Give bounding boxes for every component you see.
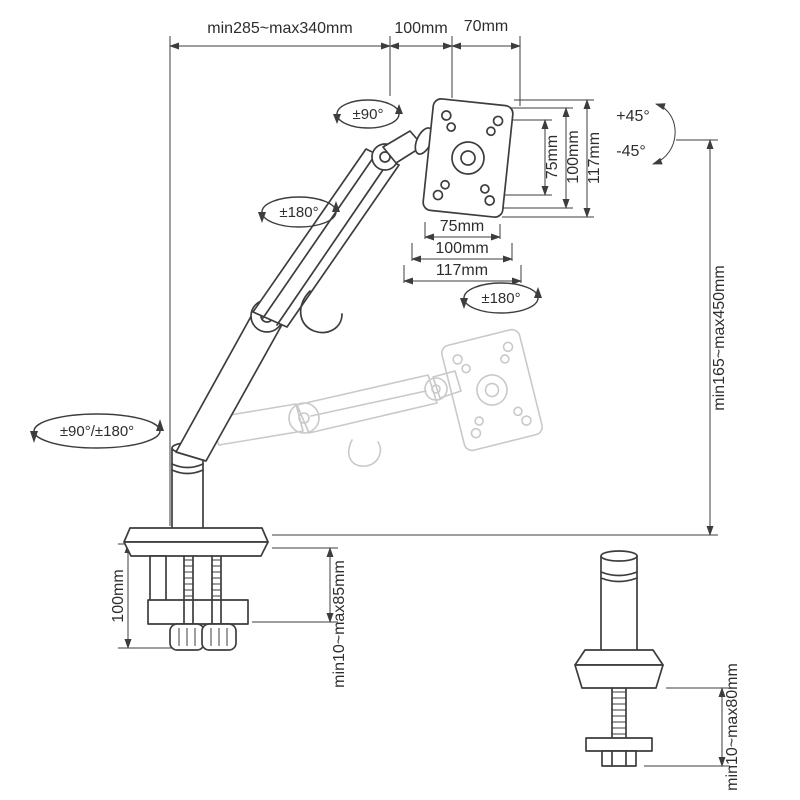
ghost-upper-arm [296, 374, 438, 434]
ghost-vesa-plate [441, 328, 543, 452]
badge-head-swivel: ±90° [333, 99, 403, 129]
label-vesa-right-100: 100mm [565, 130, 582, 183]
badge-elbow-rotation: ±180° [258, 196, 340, 228]
grommet-pole-top [600, 550, 638, 562]
label-desk-range: min10~max85mm [331, 560, 348, 688]
grommet-mount [574, 550, 664, 767]
badge-plate-rotation: ±180° [460, 282, 542, 314]
dim-desk-thickness: min10~max85mm [252, 547, 348, 688]
label-clamp-height: 100mm [110, 569, 127, 622]
clamp-back [149, 555, 167, 605]
label-vesa-right-75: 75mm [544, 135, 561, 179]
label-vesa-bottom-117: 117mm [436, 262, 488, 279]
dim-top: min285~max340mm 100mm 70mm [169, 18, 521, 526]
cable-clip [299, 290, 343, 334]
label-tilt-up: +45° [616, 108, 650, 125]
grommet-base [574, 649, 664, 666]
grommet-nut [601, 750, 637, 767]
desk-clamp [123, 527, 269, 651]
monitor-arm [123, 98, 514, 651]
ghost-elbow-joint [288, 402, 320, 434]
label-vesa-bottom-75: 75mm [440, 218, 484, 235]
dim-vesa-bottom: 75mm 100mm 117mm [403, 218, 522, 285]
label-head-offset: 100mm [394, 20, 447, 37]
ghost-cable-clip [348, 439, 382, 467]
ghost-head-link [432, 370, 462, 399]
vesa-plate [422, 98, 514, 218]
label-head-swivel: ±90° [353, 106, 384, 123]
dim-tilt: +45° -45° [616, 103, 676, 165]
label-elbow-rotation: ±180° [279, 204, 318, 221]
label-base-rotation: ±90°/±180° [60, 423, 134, 440]
badge-base-rotation: ±90°/±180° [30, 413, 164, 449]
label-tilt-down: -45° [616, 143, 646, 160]
dim-height-range: min165~max450mm [272, 139, 728, 536]
label-arm-reach: min285~max340mm [207, 20, 352, 37]
label-plate-rotation: ±180° [481, 290, 520, 307]
rotation-badges: ±90° ±180° ±90°/±180° ±180° [30, 99, 542, 449]
dimension-lines: min285~max340mm 100mm 70mm 75mm 100mm 11… [110, 18, 741, 791]
dim-vesa-right: 75mm 100mm 117mm [494, 99, 603, 218]
label-plate-top-width: 70mm [464, 18, 508, 35]
lower-link [175, 310, 285, 462]
label-vesa-bottom-100: 100mm [435, 240, 488, 257]
grommet-bracket [585, 737, 653, 752]
ghost-head-joint [424, 377, 448, 401]
dim-grommet-thickness: min10~max80mm [644, 663, 741, 791]
clamp-bottom-arm [147, 599, 249, 625]
grommet-threaded-rod [611, 687, 627, 741]
label-vesa-right-117: 117mm [586, 132, 603, 184]
label-grommet-range: min10~max80mm [724, 663, 741, 791]
clamp-top-plate [123, 527, 269, 543]
label-height-range: min165~max450mm [711, 265, 728, 410]
